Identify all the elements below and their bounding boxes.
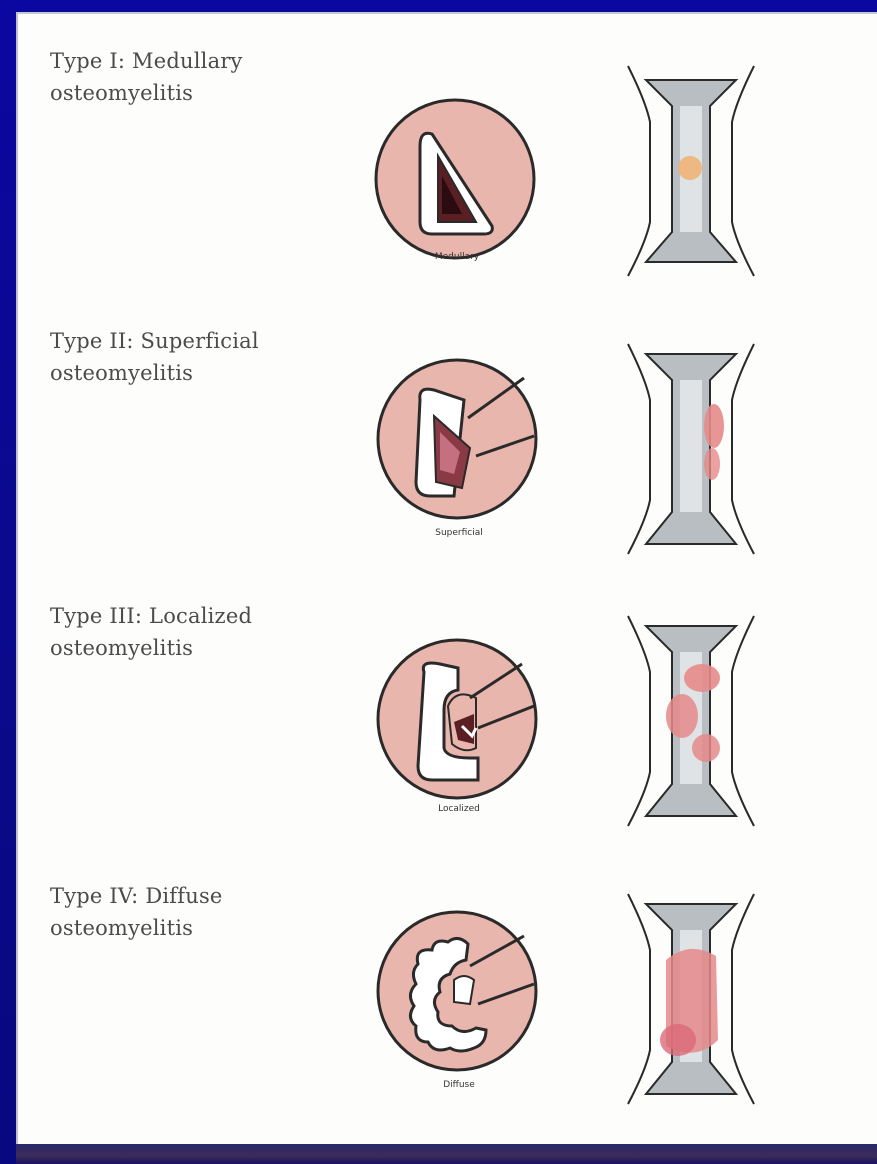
type-i-cross-section-icon	[372, 96, 542, 266]
type-i-bone-icon	[606, 62, 776, 280]
panel-bottom-bar	[16, 1144, 877, 1164]
type-iii-label: Type III: Localized osteomyelitis	[50, 600, 252, 664]
type-iv-bone-icon	[606, 890, 776, 1108]
type-iv-caption: Diffuse	[399, 1080, 519, 1090]
type-i-subtitle: osteomyelitis	[50, 77, 243, 109]
type-iv-cross-section-icon	[374, 908, 544, 1078]
type-ii-caption: Superficial	[399, 528, 519, 538]
type-iii-cross-section-icon	[374, 636, 544, 806]
type-iii-caption: Localized	[399, 804, 519, 814]
type-iii-title: Type III: Localized	[50, 600, 252, 632]
type-iv-title: Type IV: Diffuse	[50, 880, 223, 912]
type-iv-subtitle: osteomyelitis	[50, 912, 223, 944]
type-i-caption: Medullary	[397, 252, 517, 262]
type-iii-subtitle: osteomyelitis	[50, 632, 252, 664]
type-ii-subtitle: osteomyelitis	[50, 357, 259, 389]
type-ii-title: Type II: Superficial	[50, 325, 259, 357]
type-iv-label: Type IV: Diffuse osteomyelitis	[50, 880, 223, 944]
type-ii-cross-section-icon	[374, 356, 544, 526]
type-i-label: Type I: Medullary osteomyelitis	[50, 45, 243, 109]
type-ii-bone-icon	[606, 340, 776, 558]
type-iii-bone-icon	[606, 612, 776, 830]
type-i-title: Type I: Medullary	[50, 45, 243, 77]
type-ii-label: Type II: Superficial osteomyelitis	[50, 325, 259, 389]
